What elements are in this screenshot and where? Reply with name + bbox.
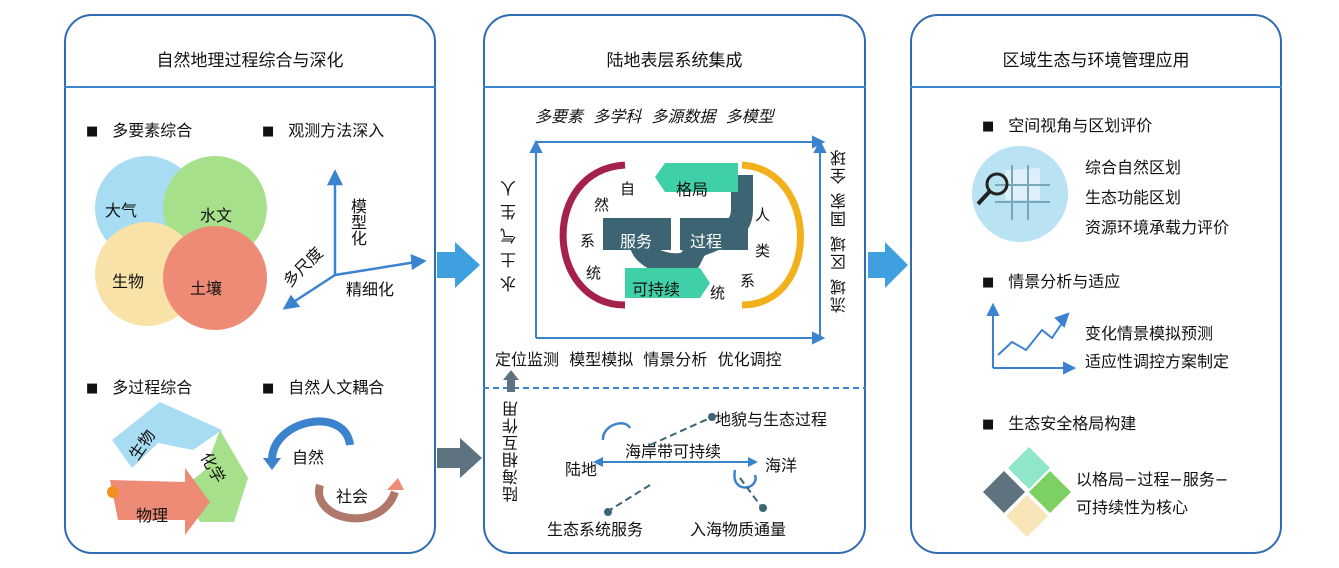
panel-title: 自然地理过程综合与深化 bbox=[156, 51, 344, 71]
nature-arc bbox=[559, 161, 626, 309]
label-service: 服务 bbox=[620, 232, 653, 251]
magnifier-icon bbox=[985, 172, 1009, 196]
label-process: 过程 bbox=[690, 232, 723, 251]
top-item: 多要素 bbox=[535, 107, 584, 126]
tile-left bbox=[983, 471, 1025, 513]
label-hum-3: 系 bbox=[740, 272, 756, 290]
process-block bbox=[680, 218, 748, 250]
heading-multi-process: 多过程综合 bbox=[86, 374, 192, 398]
divider bbox=[910, 86, 1282, 88]
bottom-item: 优化调控 bbox=[717, 350, 782, 369]
tile-top bbox=[1008, 447, 1050, 489]
label-hydrology: 水文 bbox=[200, 206, 233, 225]
service-block bbox=[603, 218, 671, 250]
label-society: 社会 bbox=[336, 487, 369, 506]
heading-spatial: 空间视角与区划评价 bbox=[982, 112, 1152, 136]
label-nat-1: 自 bbox=[620, 180, 636, 198]
human-arc bbox=[741, 161, 804, 309]
heading-coupling: 自然人文耦合 bbox=[262, 374, 384, 398]
label-hum-1: 人 bbox=[755, 206, 771, 224]
item-core-1: 以格局−过程−服务− bbox=[1076, 470, 1229, 489]
cycle-dot bbox=[107, 486, 119, 498]
sustain-tag bbox=[625, 268, 710, 298]
top-item: 多学科 bbox=[593, 107, 642, 126]
society-arc bbox=[315, 483, 399, 523]
tile-right bbox=[1029, 471, 1071, 513]
top-row: 多要素 多学科 多源数据 多模型 bbox=[535, 103, 774, 127]
bottom-row: 定位监测 模型模拟 情景分析 优化调控 bbox=[495, 346, 782, 370]
label-atmosphere: 大气 bbox=[105, 201, 138, 220]
label-modeling: 模型化 bbox=[348, 198, 367, 246]
divider bbox=[483, 86, 866, 88]
divider bbox=[64, 86, 436, 88]
item-adaptive: 适应性调控方案制定 bbox=[1085, 352, 1230, 371]
label-landform: 地貌与生态过程 bbox=[715, 410, 828, 429]
tile-bottom bbox=[1006, 495, 1048, 537]
heading-observation: 观测方法深入 bbox=[262, 117, 384, 141]
cycle-phys-arrow bbox=[110, 468, 210, 535]
panel-regional-management: 区域生态与环境管理应用 bbox=[910, 14, 1282, 554]
label-nat-4: 统 bbox=[586, 264, 602, 282]
label-coast: 海岸带可持续 bbox=[625, 442, 722, 461]
label-nat-3: 系 bbox=[580, 232, 596, 250]
heading-security: 生态安全格局构建 bbox=[982, 410, 1136, 434]
heading-multi-element: 多要素综合 bbox=[86, 117, 192, 141]
label-land: 陆地 bbox=[565, 460, 598, 479]
arrow-right-1 bbox=[437, 242, 480, 288]
label-flux: 入海物质通量 bbox=[690, 520, 787, 539]
item-natural-zoning: 综合自然区划 bbox=[1085, 158, 1182, 177]
label-nat-2: 然 bbox=[594, 196, 610, 214]
arrow-gray bbox=[437, 438, 482, 478]
label-biology: 生物 bbox=[112, 272, 145, 291]
label-ocean: 海洋 bbox=[765, 456, 798, 475]
item-capacity: 资源环境承载力评价 bbox=[1085, 218, 1230, 237]
top-item: 多源数据 bbox=[651, 107, 716, 126]
arrow-right-2 bbox=[868, 242, 908, 288]
label-cycle-phys: 物理 bbox=[136, 506, 169, 525]
label-hum-4: 统 bbox=[710, 284, 726, 302]
pattern-tag bbox=[655, 163, 738, 192]
bottom-item: 情景分析 bbox=[643, 350, 708, 369]
cycle-bio-arrow bbox=[112, 402, 222, 468]
trend-chart-icon bbox=[986, 302, 1077, 375]
item-scenario-sim: 变化情景模拟预测 bbox=[1085, 324, 1214, 343]
bottom-item: 定位监测 bbox=[495, 350, 560, 369]
label-pattern: 格局 bbox=[676, 180, 709, 199]
circle-soil bbox=[163, 226, 267, 330]
label-sustain: 可持续 bbox=[632, 280, 681, 299]
panel-title: 区域生态与环境管理应用 bbox=[1002, 51, 1190, 71]
item-eco-zoning: 生态功能区划 bbox=[1085, 188, 1182, 207]
label-refine: 精细化 bbox=[346, 280, 395, 299]
nature-arc bbox=[268, 417, 354, 461]
panel-title: 陆地表层系统集成 bbox=[606, 51, 743, 71]
label-soil: 土壤 bbox=[190, 279, 223, 298]
top-item: 多模型 bbox=[725, 107, 774, 126]
label-eco-service: 生态系统服务 bbox=[547, 520, 644, 539]
label-nature: 自然 bbox=[292, 448, 325, 467]
heading-scenario: 情景分析与适应 bbox=[982, 268, 1120, 292]
label-hum-2: 类 bbox=[755, 242, 771, 260]
item-core-2: 可持续性为核心 bbox=[1076, 498, 1189, 517]
bottom-item: 模型模拟 bbox=[569, 350, 634, 369]
